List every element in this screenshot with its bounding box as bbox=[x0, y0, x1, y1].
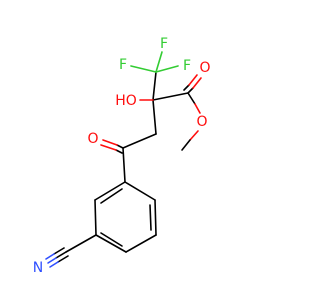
bond-c2-ester-c bbox=[152, 92, 189, 101]
bond-nitrile-2a bbox=[53, 247, 65, 255]
ring-double-2 bbox=[100, 232, 123, 247]
bond-cf3-f2 bbox=[155, 51, 163, 73]
bond-ketone-co-2a bbox=[115, 149, 123, 154]
bond-o-methyl-a bbox=[189, 130, 199, 141]
bond-cf3-f1 bbox=[130, 65, 157, 73]
bond-ester-c-o-b bbox=[194, 103, 201, 114]
atom-label-f1: F bbox=[119, 57, 127, 73]
bond-nitrile-1a bbox=[55, 251, 67, 259]
bond-ester-co-1a bbox=[187, 87, 194, 94]
atom-label-f3: F bbox=[183, 58, 191, 74]
bond-nitrile-3b bbox=[49, 261, 59, 268]
bond-nitrile-3a bbox=[57, 255, 69, 263]
nitrile-bonds bbox=[45, 247, 69, 268]
atom-label-hydroxyl: HO bbox=[115, 93, 137, 109]
bond-ring-nitrile-c bbox=[65, 234, 97, 253]
ring-bond-6 bbox=[94, 181, 126, 201]
bond-c2-ch2 bbox=[152, 99, 157, 135]
ring-bond-2 bbox=[154, 199, 157, 236]
bond-ketone-co-1b bbox=[102, 139, 118, 146]
ring-double-1 bbox=[149, 204, 152, 231]
oxygen-bonds bbox=[100, 74, 202, 154]
bond-nitrile-2b bbox=[45, 253, 55, 260]
ring-bond-5 bbox=[94, 199, 97, 236]
bond-o-methyl-b bbox=[181, 139, 191, 151]
bond-ester-c-o-a bbox=[187, 92, 196, 105]
bond-nitrile-1b bbox=[47, 257, 57, 264]
bond-cf3-f3 bbox=[155, 65, 179, 73]
bond-ester-co-1b bbox=[192, 77, 202, 89]
atom-label-f2: F bbox=[160, 36, 168, 52]
ring-bond-3 bbox=[125, 234, 157, 253]
fluorine-bonds bbox=[130, 51, 179, 73]
ring-bond-1 bbox=[124, 181, 156, 201]
bond-ester-co-2b bbox=[188, 74, 198, 86]
bond-ketone-ring bbox=[122, 147, 126, 183]
carbon-bonds bbox=[65, 71, 189, 253]
atom-label-ester-oxygen: O bbox=[196, 114, 207, 130]
atom-label-ketone-oxygen: O bbox=[87, 131, 98, 147]
bond-ester-co-2a bbox=[183, 84, 190, 91]
atom-label-nitrile-nitrogen: N bbox=[33, 260, 43, 276]
ring-double-3 bbox=[100, 188, 123, 204]
bond-ketone-co-1a bbox=[116, 144, 124, 149]
bond-ketone-co-2b bbox=[100, 144, 117, 151]
atom-label-ester-carbonyl-oxygen: O bbox=[199, 60, 210, 76]
bond-cf3-c2 bbox=[152, 71, 157, 101]
ring-bond-4 bbox=[95, 234, 127, 253]
bond-ch2-ketone-c bbox=[122, 133, 157, 149]
molecule-structure-diagram: F F F HO O O O N bbox=[33, 36, 211, 276]
atom-labels: F F F HO O O O N bbox=[33, 36, 211, 276]
